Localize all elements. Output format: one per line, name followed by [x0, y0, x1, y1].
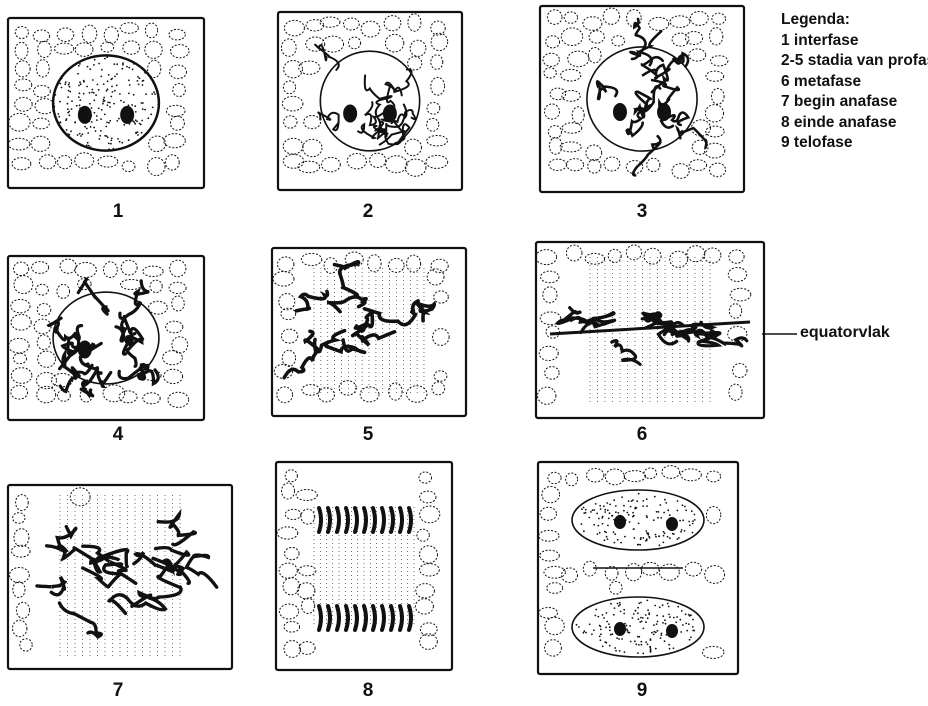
cell-6 [536, 242, 764, 418]
nucleolus [343, 104, 357, 122]
cell-label-1: 1 [98, 201, 138, 223]
nucleolus [657, 103, 671, 121]
chromosome [612, 341, 640, 365]
chromosome [83, 564, 122, 587]
legend-item-2: 2-5 stadia van profase [781, 51, 928, 72]
chromosome-group-top [391, 508, 393, 532]
cell-label-5: 5 [348, 424, 388, 446]
chromosome-group-top [382, 508, 384, 532]
cell-wall [8, 256, 204, 420]
chromosome [132, 587, 181, 606]
cell-wall [8, 18, 204, 188]
legend-item-6: 9 telofase [781, 133, 928, 154]
daughter-nucleus-top [572, 490, 704, 550]
nucleolus [120, 106, 134, 124]
chromosome-group-bottom [355, 606, 357, 630]
chromatin [120, 281, 149, 318]
chromatin [633, 136, 660, 175]
chromosome-group-bottom [364, 606, 366, 630]
daughter-nucleus-bottom [572, 597, 704, 657]
chromosome-group-top [409, 508, 411, 532]
chromosome-group-top [364, 508, 366, 532]
chromosome-group-top [319, 508, 321, 532]
nucleolus [666, 517, 678, 531]
cell-9 [538, 462, 738, 674]
legend-title: Legenda: [781, 10, 928, 31]
chromosome [355, 313, 372, 331]
chromosome-group-bottom [346, 606, 348, 630]
chromosome-group-bottom [382, 606, 384, 630]
equator-plane-label: equatorvlak [800, 324, 890, 342]
cell-wall [8, 485, 232, 669]
chromosome-group-top [328, 508, 330, 532]
cell-label-2: 2 [348, 201, 388, 223]
chromosome-group-top [346, 508, 348, 532]
chromosome-group-bottom [391, 606, 393, 630]
legend-item-4: 7 begin anafase [781, 92, 928, 113]
cell-3 [540, 6, 744, 192]
chromatin [678, 128, 707, 148]
chromosome-group-top [400, 508, 402, 532]
chromatin [597, 81, 617, 99]
cell-label-4: 4 [98, 424, 138, 446]
cell-label-3: 3 [622, 201, 662, 223]
chromosome-group-bottom [319, 606, 321, 630]
chromosome [305, 331, 345, 352]
chromosome-group-top [337, 508, 339, 532]
legend-item-1: 1 interfase [781, 31, 928, 52]
chromosome-group-bottom [409, 606, 411, 630]
cell-label-6: 6 [622, 424, 662, 446]
chromosome [158, 514, 195, 545]
chromosome [327, 297, 366, 312]
chromosome [60, 603, 102, 637]
cell-8 [276, 462, 452, 670]
legend-item-3: 6 metafase [781, 72, 928, 93]
cell-2 [278, 12, 462, 190]
cell-label-9: 9 [622, 680, 662, 702]
nucleolus [383, 104, 397, 122]
chromosome [416, 303, 434, 321]
cell-wall [276, 462, 452, 670]
chromosome-group-bottom [400, 606, 402, 630]
chromatin [119, 365, 144, 379]
nucleolus [78, 106, 92, 124]
chromosome-group-top [355, 508, 357, 532]
nucleolus [614, 622, 626, 636]
nucleolus [666, 624, 678, 638]
cell-4 [8, 256, 204, 420]
chromatin [673, 53, 688, 66]
cell-label-8: 8 [348, 680, 388, 702]
chromosome [37, 577, 66, 595]
nucleolus [614, 515, 626, 529]
cell-wall [278, 12, 462, 190]
chromosome-group-bottom [337, 606, 339, 630]
chromosome [296, 291, 327, 310]
chromosome-group-bottom [328, 606, 330, 630]
cell-7 [8, 485, 232, 669]
nucleolus [78, 340, 92, 358]
nucleolus [613, 103, 627, 121]
cell-label-7: 7 [98, 680, 138, 702]
cell-1 [8, 18, 204, 188]
chromosome-group-bottom [373, 606, 375, 630]
legend: Legenda: 1 interfase 2-5 stadia van prof… [781, 10, 928, 154]
cell-5 [272, 248, 466, 416]
legend-item-5: 8 einde anafase [781, 113, 928, 134]
chromosome-group-top [373, 508, 375, 532]
